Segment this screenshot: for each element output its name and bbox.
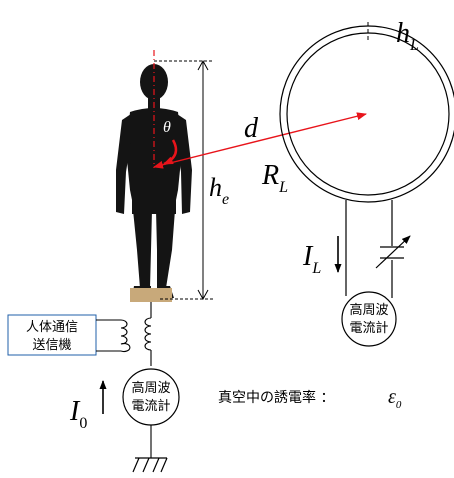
d-label: d xyxy=(244,113,259,144)
right-ammeter: 高周波 電流計 xyxy=(341,291,397,347)
transformer xyxy=(96,302,152,458)
ground-icon xyxy=(132,457,168,473)
svg-text:人体通信: 人体通信 xyxy=(26,320,78,335)
loop-antenna xyxy=(279,25,454,203)
svg-text:電流計: 電流計 xyxy=(349,320,388,336)
svg-text:送信機: 送信機 xyxy=(32,338,71,353)
permittivity-note: 真空中の誘電率 ： xyxy=(218,389,334,406)
he-dimension xyxy=(154,59,214,301)
d-arrow xyxy=(153,112,367,169)
hl-label: hL xyxy=(396,18,419,54)
base-board xyxy=(130,288,172,302)
svg-text:高周波: 高周波 xyxy=(131,380,170,396)
svg-text:高周波: 高周波 xyxy=(349,302,388,318)
i0-label: I0 xyxy=(69,396,87,432)
variable-capacitor-icon xyxy=(375,235,411,269)
rl-label: RL xyxy=(261,160,288,196)
theta-label: θ xyxy=(163,119,171,136)
il-label: IL xyxy=(302,241,321,277)
transmitter-box: 人体通信 送信機 xyxy=(7,314,97,356)
he-label: he xyxy=(209,173,229,208)
left-ammeter: 高周波 電流計 xyxy=(122,368,180,426)
permittivity-symbol: ε0 xyxy=(388,386,402,411)
svg-text:電流計: 電流計 xyxy=(131,398,170,414)
human-body-figure xyxy=(116,64,192,298)
